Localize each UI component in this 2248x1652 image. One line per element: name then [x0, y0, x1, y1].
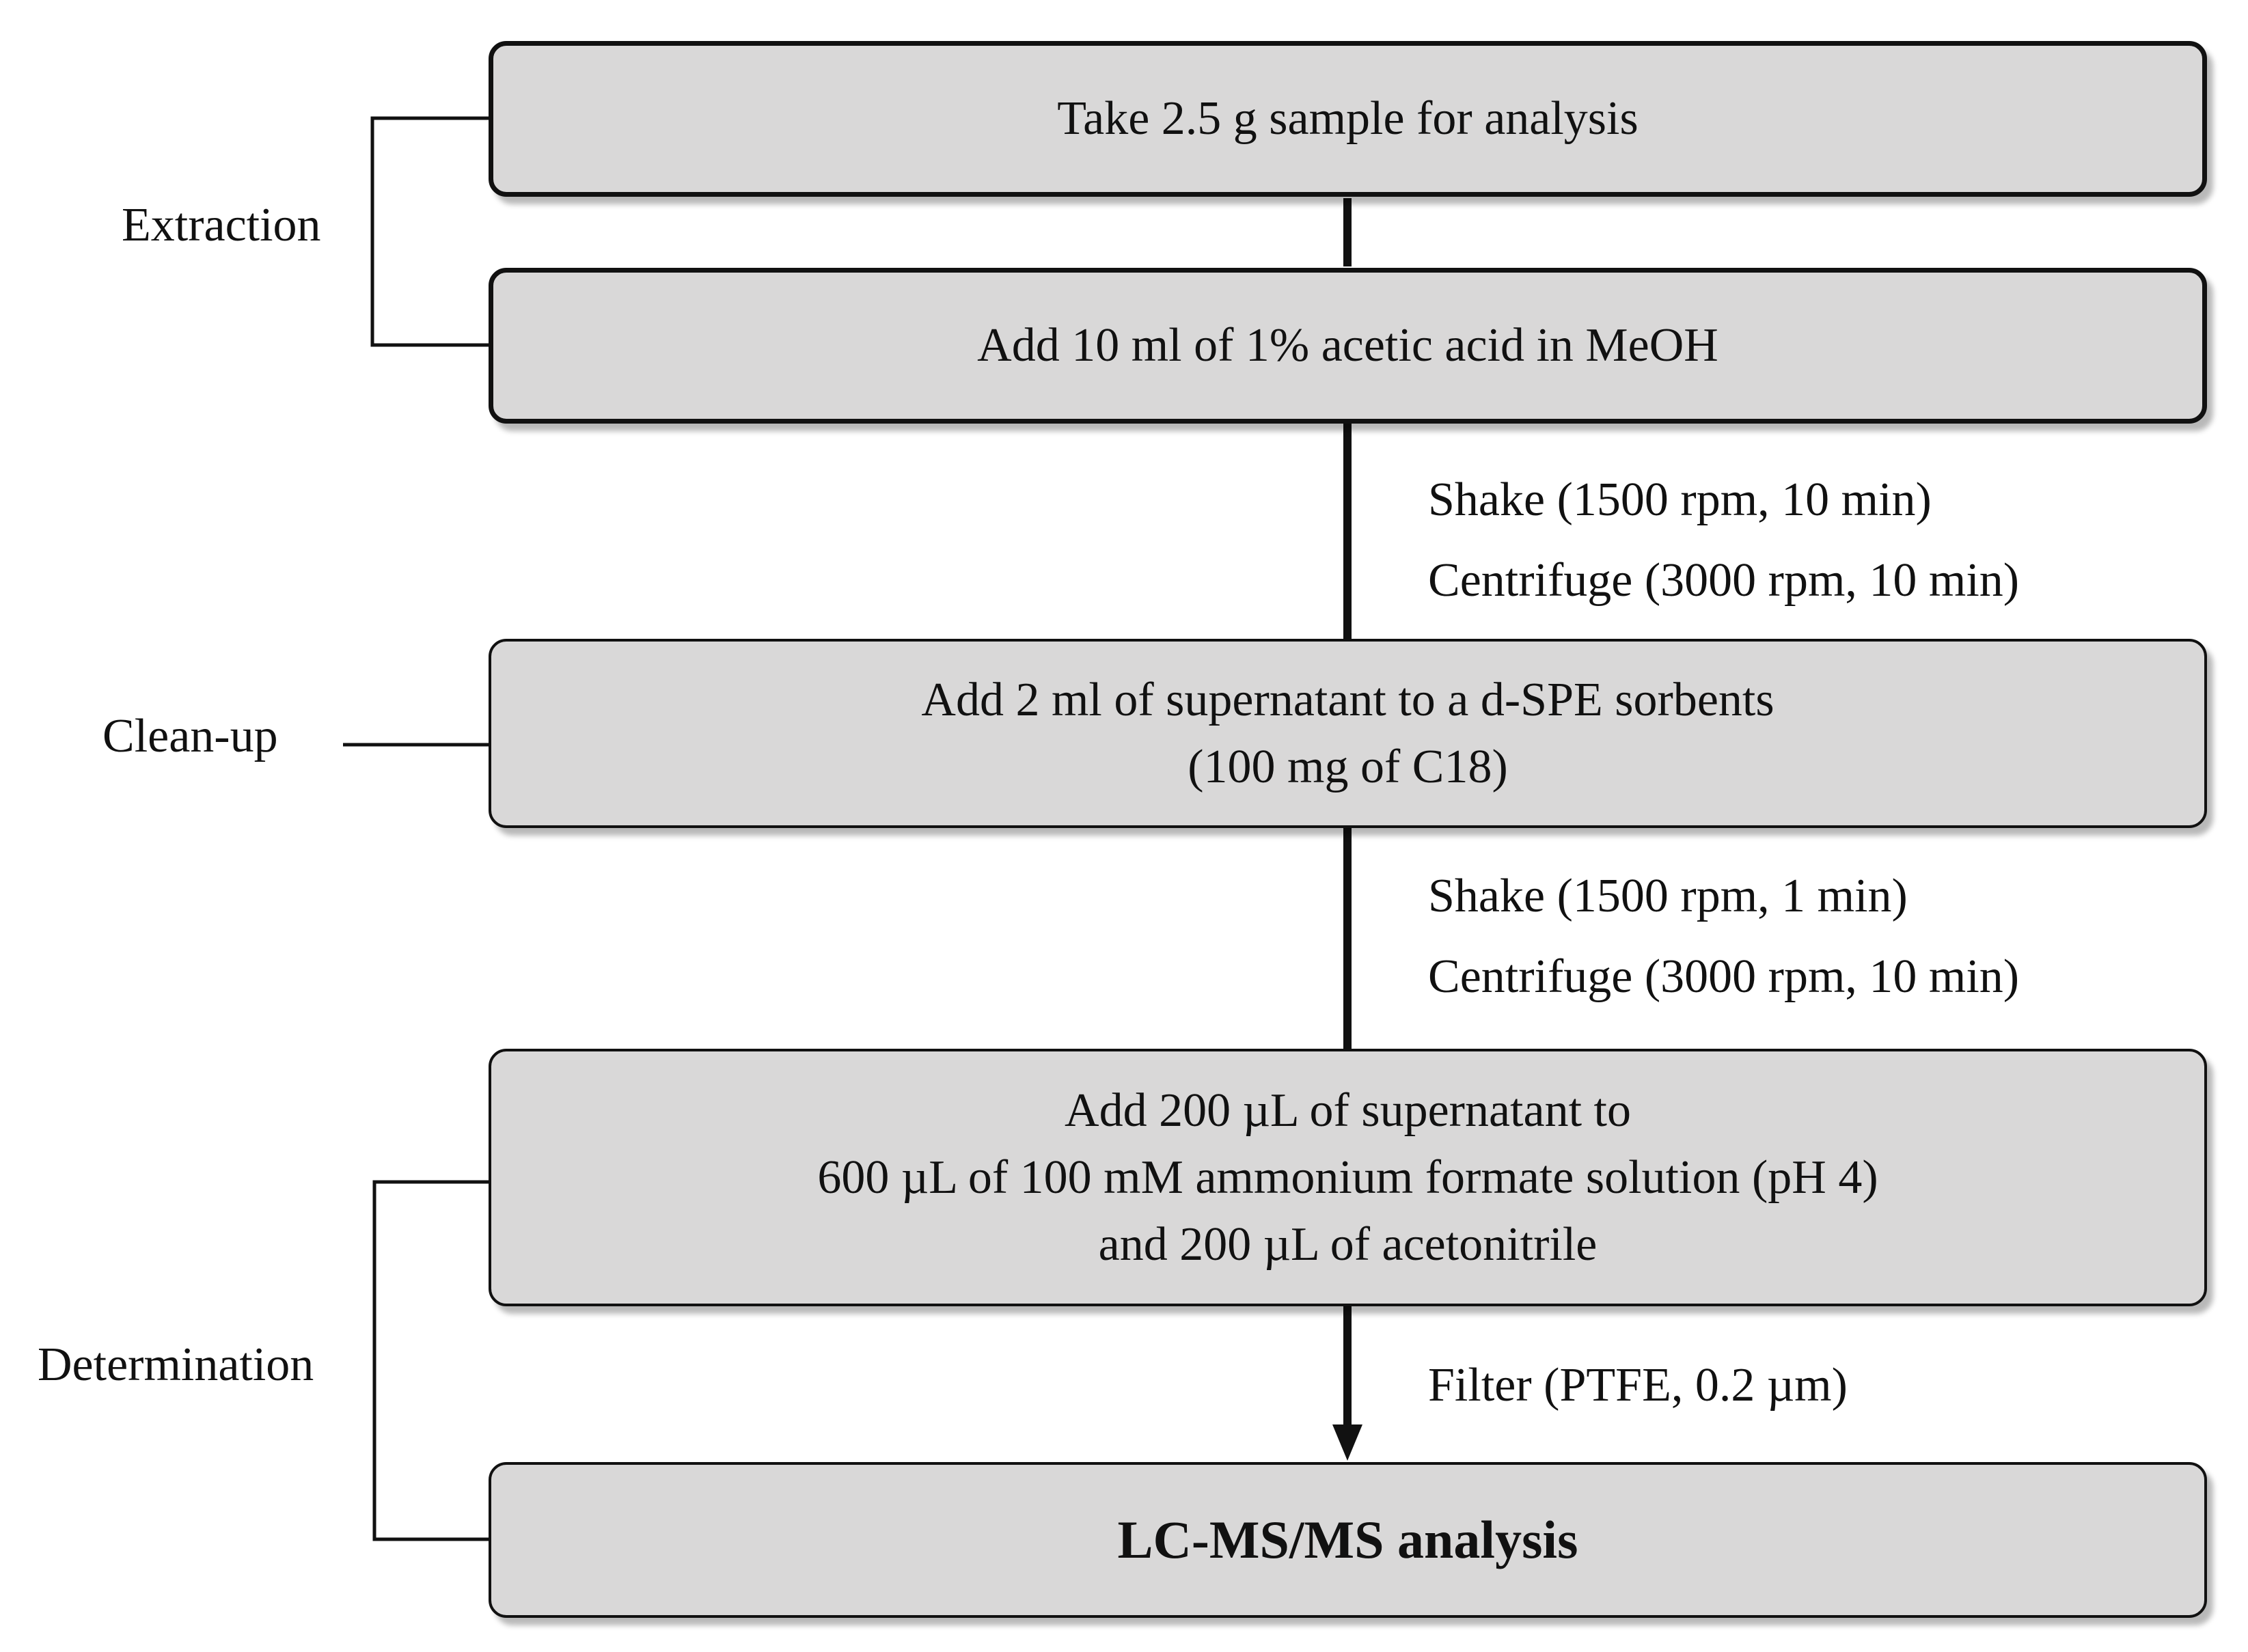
- stage-label-cleanup: Clean-up: [102, 710, 278, 762]
- step-text: Add 2 ml of supernatant to a d-SPE sorbe…: [921, 673, 1774, 726]
- extraction-bracket: [370, 116, 489, 347]
- step-take-sample: Take 2.5 g sample for analysis: [489, 41, 2207, 197]
- condition-shake-2: Shake (1500 rpm, 1 min): [1428, 870, 1908, 922]
- stage-label-extraction: Extraction: [122, 199, 321, 251]
- step-add-acetic-acid: Add 10 ml of 1% acetic acid in MeOH: [489, 268, 2207, 424]
- stage-label-determination: Determination: [38, 1338, 314, 1391]
- step-text: LC-MS/MS analysis: [1117, 1510, 1578, 1569]
- determination-bracket: [372, 1180, 489, 1541]
- step-add-supernatant-dspe: Add 2 ml of supernatant to a d-SPE sorbe…: [489, 639, 2207, 828]
- step-text: and 200 µL of acetonitrile: [1098, 1217, 1598, 1271]
- arrowhead-down: [1332, 1424, 1362, 1461]
- step-text: Add 200 µL of supernatant to: [1065, 1084, 1631, 1137]
- step-text: Take 2.5 g sample for analysis: [1057, 92, 1639, 145]
- condition-filter: Filter (PTFE, 0.2 µm): [1428, 1359, 1848, 1412]
- condition-centrifuge-2: Centrifuge (3000 rpm, 10 min): [1428, 950, 2020, 1003]
- step-lcmsms-analysis: LC-MS/MS analysis: [489, 1462, 2207, 1618]
- step-text: Add 10 ml of 1% acetic acid in MeOH: [977, 319, 1718, 372]
- condition-shake-1: Shake (1500 rpm, 10 min): [1428, 473, 1932, 526]
- step-text: (100 mg of C18): [1188, 740, 1508, 793]
- step-text: 600 µL of 100 mM ammonium formate soluti…: [817, 1151, 1878, 1204]
- step-dilute-supernatant: Add 200 µL of supernatant to 600 µL of 1…: [489, 1049, 2207, 1306]
- condition-centrifuge-1: Centrifuge (3000 rpm, 10 min): [1428, 554, 2020, 607]
